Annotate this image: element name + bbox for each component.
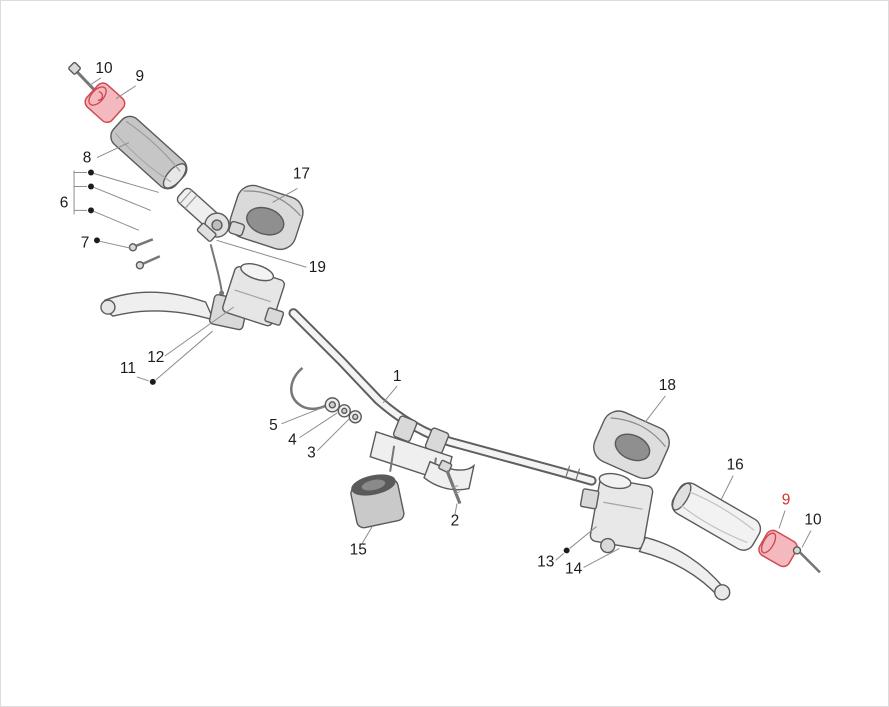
callout-bar-end-cap-right[interactable]: 9 [782,492,791,509]
part-center-clamp [369,415,476,491]
part-bushing [350,474,405,529]
part-washer-4 [337,404,351,418]
part-bar-end-screw-left [68,61,99,94]
callout-bar-end-screw-left[interactable]: 10 [95,60,112,77]
part-lever-assembly-right [638,536,731,601]
part-cable-parts [196,222,225,296]
part-switch-housing-right [593,410,670,480]
callout-screws-left[interactable]: 7 [81,234,90,251]
part-grip-left [110,115,188,190]
callout-washer-4[interactable]: 4 [288,432,297,449]
callout-bar-end-screw-right[interactable]: 10 [804,512,821,529]
callout-switch-housing-left[interactable]: 17 [293,165,310,182]
callout-bushing[interactable]: 15 [350,541,367,558]
callout-lever-assembly-right[interactable]: 14 [565,560,583,577]
callout-handlebar[interactable]: 1 [393,368,402,385]
part-washer-3 [348,410,362,424]
part-master-cylinder-right [579,472,654,554]
part-screws-left [128,238,161,270]
part-bar-end-cap-left[interactable] [82,80,127,125]
callout-clamp-bolt[interactable]: 2 [451,513,460,530]
callout-grip-left[interactable]: 8 [83,150,92,167]
callout-switch-housing-right[interactable]: 18 [659,377,676,394]
callout-fastener-group-left[interactable]: 6 [60,194,69,211]
part-bar-end-cap-right[interactable] [756,528,799,569]
part-clamp-bolt [438,459,462,505]
callout-master-cylinder-right[interactable]: 13 [537,553,554,570]
part-bar-end-screw-right [792,546,821,574]
callout-lever-assembly-left[interactable]: 11 [120,360,136,377]
callout-master-cylinder-left[interactable]: 12 [147,349,164,366]
leader-lines [73,77,812,568]
part-washer-5 [290,367,340,413]
callout-washer-3[interactable]: 3 [307,445,316,462]
callout-washer-5[interactable]: 5 [269,417,278,434]
part-switch-housing-left [228,184,304,251]
callout-grip-right[interactable]: 16 [727,457,744,474]
callout-cable-parts[interactable]: 19 [309,259,326,276]
part-grip-right [671,482,762,551]
part-master-cylinder-left [222,263,285,327]
callout-bar-end-cap-left[interactable]: 9 [136,68,145,85]
